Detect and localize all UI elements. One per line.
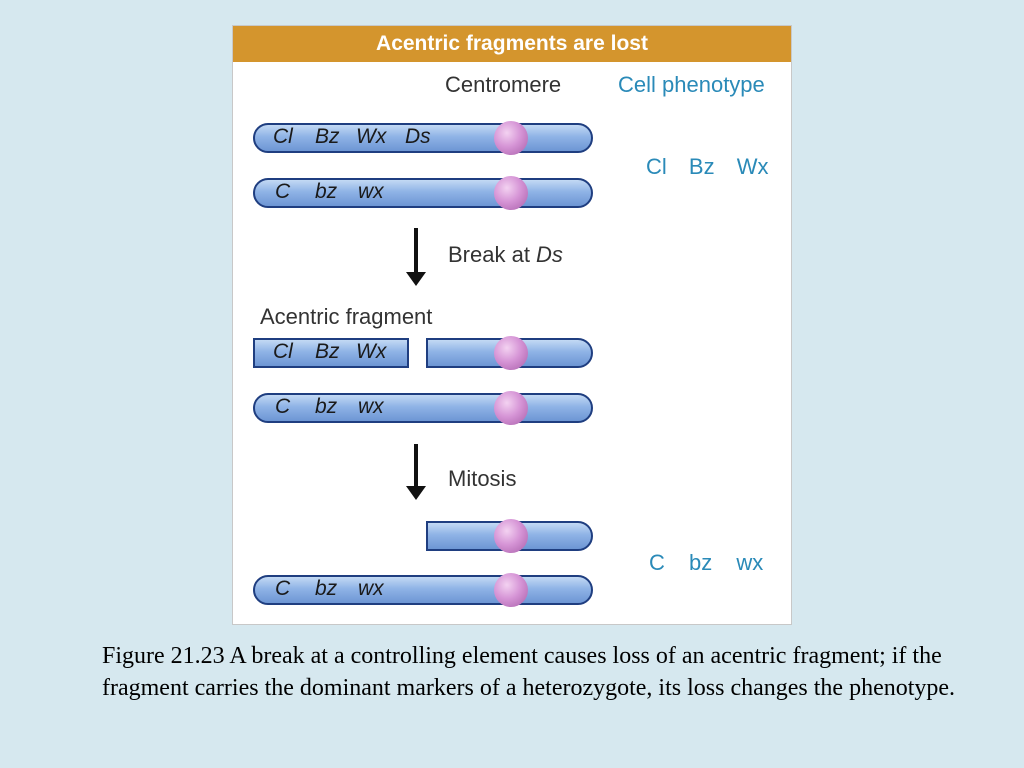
- chromosome-2-long-arm: [253, 178, 513, 208]
- gene-label: Ds: [405, 125, 431, 148]
- panel-title: Acentric fragments are lost: [233, 26, 791, 62]
- gene-label: Wx: [356, 340, 387, 363]
- chromosome-6-long-arm: [253, 575, 513, 605]
- gene-label: C: [275, 180, 291, 203]
- centric-fragment-chromosome: [426, 519, 593, 553]
- gene-label: Bz: [315, 125, 340, 148]
- gene-label: Wx: [356, 125, 387, 148]
- chromosome-1-long-arm: [253, 123, 513, 153]
- gene-label: wx: [358, 395, 384, 418]
- acentric-fragment: [253, 338, 409, 368]
- gene-label: C: [275, 577, 291, 600]
- break-at-ds-label: Break at Ds: [448, 242, 563, 267]
- figure-caption: Figure 21.23 A break at a controlling el…: [102, 643, 956, 701]
- gene-label: bz: [315, 577, 338, 600]
- gene-label: wx: [358, 577, 384, 600]
- phenotype-top: Cl Bz Wx: [646, 154, 768, 180]
- gene-label: Cl: [273, 340, 293, 363]
- phenotype-marker: Bz: [688, 154, 715, 179]
- centromere: [494, 176, 528, 210]
- gene-label: Cl: [273, 125, 293, 148]
- chromosome-1: Cl Bz Wx Ds: [253, 121, 593, 155]
- acentric-fragment-label: Acentric fragment: [260, 304, 433, 329]
- gene-label: Bz: [315, 340, 340, 363]
- gene-label: wx: [358, 180, 384, 203]
- centromere: [494, 336, 528, 370]
- centromere-label: Centromere: [445, 72, 562, 97]
- figure-panel: Acentric fragments are lost Centromere C…: [232, 25, 792, 625]
- chromosome-4: C bz wx: [253, 391, 593, 425]
- down-arrow-icon: [401, 444, 431, 502]
- phenotype-marker: Cl: [646, 154, 667, 179]
- centromere: [494, 121, 528, 155]
- chromosome-2: C bz wx: [253, 176, 593, 210]
- phenotype-header: Cell phenotype: [618, 72, 765, 97]
- phenotype-marker: C: [649, 550, 665, 575]
- chromosome-4-long-arm: [253, 393, 513, 423]
- gene-label: bz: [315, 180, 338, 203]
- broken-chromosome: Cl Bz Wx: [253, 336, 593, 370]
- centromere: [494, 573, 528, 607]
- gene-label: bz: [315, 395, 338, 418]
- centromere: [494, 519, 528, 553]
- mitosis-label: Mitosis: [448, 466, 517, 491]
- down-arrow-icon: [401, 228, 431, 288]
- chromosome-6: C bz wx: [253, 573, 593, 607]
- gene-label: C: [275, 395, 291, 418]
- phenotype-bottom: C bz wx: [649, 550, 763, 576]
- centromere: [494, 391, 528, 425]
- phenotype-marker: wx: [736, 550, 764, 575]
- phenotype-marker: Wx: [736, 154, 769, 179]
- phenotype-marker: bz: [689, 550, 713, 575]
